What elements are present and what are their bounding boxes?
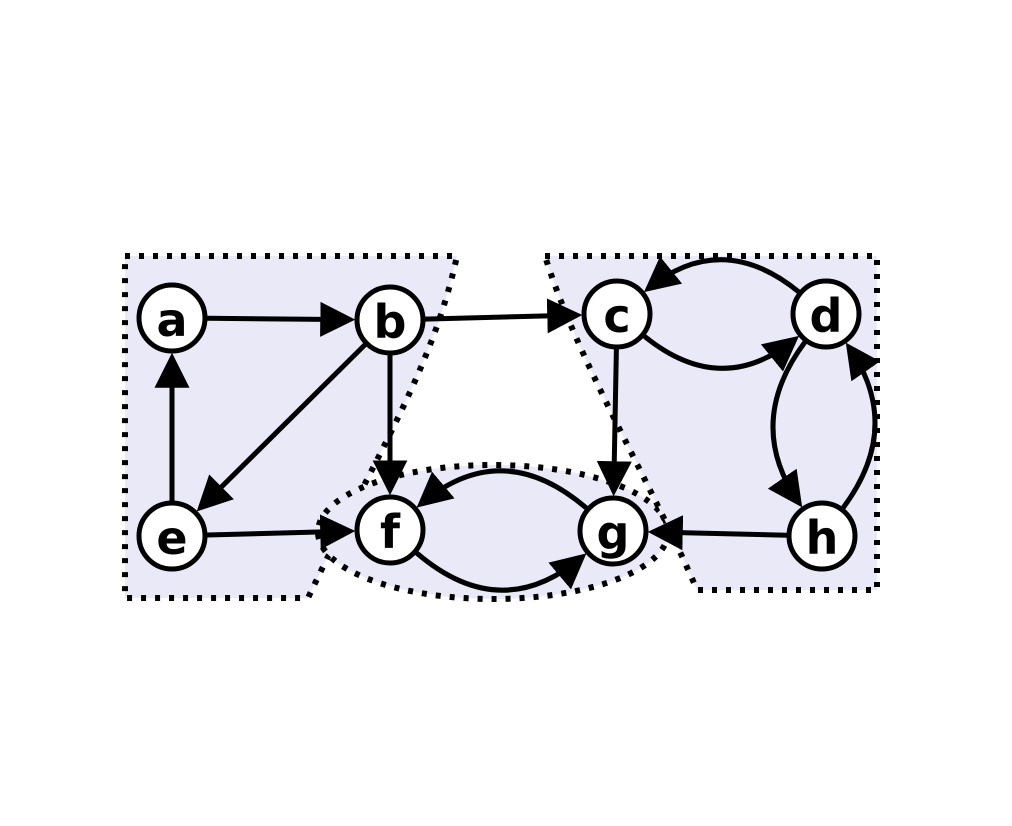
node-f: f <box>354 494 426 566</box>
node-circle-d <box>790 278 862 350</box>
edge-c-to-g <box>596 348 632 497</box>
node-label-b: b <box>374 295 407 349</box>
node-d: d <box>790 278 862 350</box>
edge-d-to-h <box>767 340 808 508</box>
edge-d-to-c <box>643 256 801 294</box>
edge-h-to-d <box>840 342 881 510</box>
node-h: h <box>786 500 858 572</box>
node-label-d: d <box>810 289 843 343</box>
node-circle-c <box>581 278 653 350</box>
node-circle-e <box>136 500 208 572</box>
node-label-e: e <box>156 511 187 565</box>
node-c: c <box>581 278 653 350</box>
edge-b-to-c <box>424 298 583 334</box>
edge-g-to-f <box>416 468 589 511</box>
node-a: a <box>136 282 208 354</box>
node-b: b <box>354 284 426 356</box>
edge-a-to-b <box>206 301 356 337</box>
node-circle-a <box>136 282 208 354</box>
edge-b-to-e <box>196 342 367 512</box>
edge-c-to-d <box>642 334 800 372</box>
node-circle-f <box>354 494 426 566</box>
node-circle-h <box>786 500 858 572</box>
edge-h-to-g <box>647 515 788 551</box>
node-circle-g <box>577 495 649 567</box>
node-label-g: g <box>597 506 630 560</box>
node-label-a: a <box>156 293 187 347</box>
edge-e-to-f <box>206 514 356 550</box>
node-circle-b <box>354 284 426 356</box>
regions-layer <box>122 253 880 602</box>
node-g: g <box>577 495 649 567</box>
edge-f-to-g <box>414 550 587 593</box>
node-e: e <box>136 500 208 572</box>
node-label-c: c <box>603 289 630 343</box>
edges-layer <box>154 256 881 593</box>
node-label-f: f <box>380 505 401 559</box>
node-label-h: h <box>806 511 839 565</box>
nodes-layer: a b c d e f g h <box>136 278 862 572</box>
